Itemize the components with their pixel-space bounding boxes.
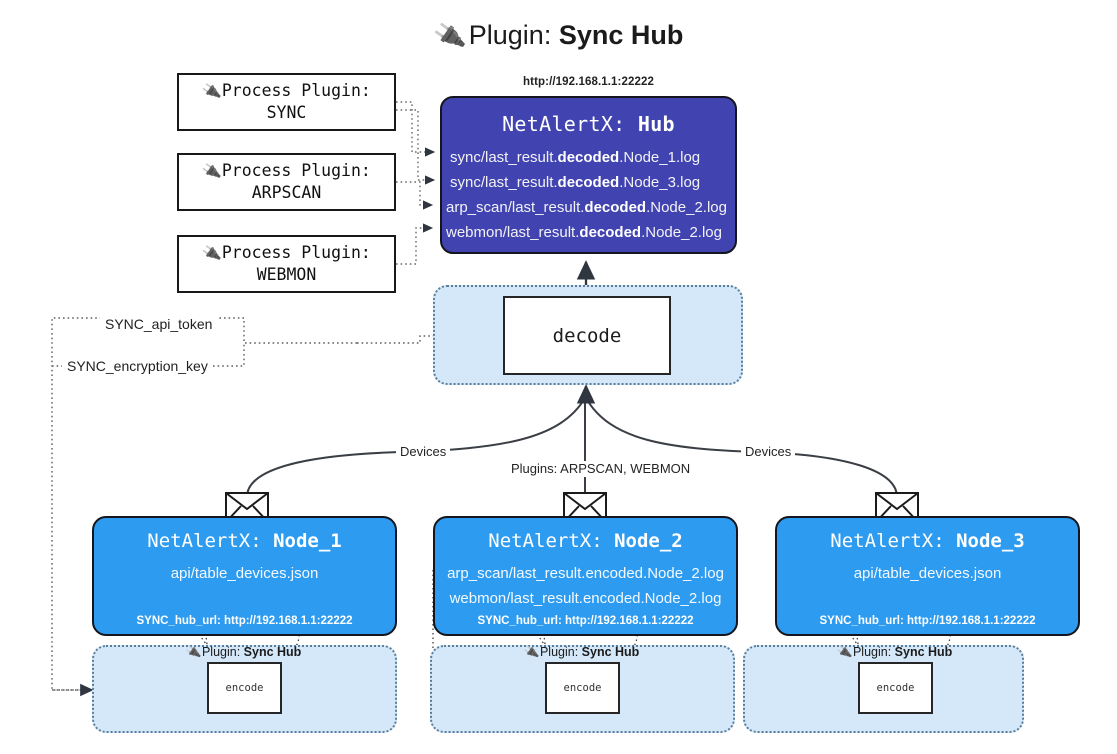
encode-box-node-1[interactable]: encode [207,662,282,714]
node-2-lines: arp_scan/last_result.encoded.Node_2.log … [435,561,736,611]
encode-caption-node-3: 🔌Plugin: Sync Hub [835,643,953,661]
hub-app-label: NetAlertX: [502,112,626,136]
hub-log-rows: sync/last_result.decoded.Node_1.log sync… [442,145,735,245]
page-title: 🔌Plugin: Sync Hub [0,18,1117,53]
page-title-strong: Sync Hub [558,20,684,50]
node-card-node-3[interactable]: NetAlertX: Node_3 api/table_devices.json… [775,516,1080,636]
encode-caption-node-2: 🔌Plugin: Sync Hub [522,643,640,661]
edge-label-devices-left: Devices [396,444,451,460]
hub-log-row: webmon/last_result.decoded.Node_2.log [446,224,722,241]
decode-box[interactable]: decode [503,296,671,375]
hub-header: NetAlertX: Hub [442,111,735,137]
process-plugin-webmon-name: WEBMON [256,265,317,284]
process-plugin-sync-line1: 🔌Process Plugin: [200,80,371,102]
plug-icon: 🔌 [522,643,541,661]
edge-label-devices-right: Devices [741,444,796,460]
plug-icon: 🔌 [431,19,467,53]
plug-icon: 🔌 [835,643,854,661]
node-1-header: NetAlertX: Node_1 [147,530,342,552]
process-plugin-sync-name: SYNC [266,103,307,122]
plug-icon: 🔌 [200,80,223,102]
node-3-hub-url: SYNC_hub_url: http://192.168.1.1:22222 [819,615,1036,627]
hub-log-row: arp_scan/last_result.decoded.Node_2.log [446,199,727,216]
encode-box-node-3[interactable]: encode [858,662,933,714]
node-card-node-1[interactable]: NetAlertX: Node_1 api/table_devices.json… [92,516,397,636]
process-plugin-sync[interactable]: 🔌Process Plugin: SYNC [177,73,396,131]
encode-box-node-2[interactable]: encode [545,662,620,714]
hub-url-label: http://192.168.1.1:22222 [523,76,654,88]
hub-log-row: sync/last_result.decoded.Node_1.log [450,149,701,166]
node-1-hub-url: SYNC_hub_url: http://192.168.1.1:22222 [136,615,353,627]
hub-log-row: sync/last_result.decoded.Node_3.log [450,174,701,191]
sync-api-token-label: SYNC_api_token [100,315,218,333]
hub-node[interactable]: NetAlertX: Hub sync/last_result.decoded.… [440,96,737,254]
process-plugin-arpscan[interactable]: 🔌Process Plugin: ARPSCAN [177,153,396,211]
plug-icon: 🔌 [184,643,203,661]
page-title-lead: Plugin: [468,20,552,50]
process-plugin-webmon-line1: 🔌Process Plugin: [200,242,371,264]
edge-label-plugins-center: Plugins: ARPSCAN, WEBMON [507,461,695,477]
node-2-hub-url: SYNC_hub_url: http://192.168.1.1:22222 [477,615,694,627]
process-plugin-arpscan-name: ARPSCAN [251,183,322,202]
plug-icon: 🔌 [200,160,223,182]
process-plugin-arpscan-line1: 🔌Process Plugin: [200,160,371,182]
node-2-line: webmon/last_result.encoded.Node_2.log [449,590,722,607]
node-3-lines: api/table_devices.json [777,561,1078,586]
plug-icon: 🔌 [200,242,223,264]
encode-caption-node-1: 🔌Plugin: Sync Hub [184,643,302,661]
process-plugin-webmon[interactable]: 🔌Process Plugin: WEBMON [177,235,396,293]
node-card-node-2[interactable]: NetAlertX: Node_2 arp_scan/last_result.e… [433,516,738,636]
node-3-line: api/table_devices.json [853,565,1002,582]
node-2-header: NetAlertX: Node_2 [488,530,683,552]
node-1-line: api/table_devices.json [170,565,319,582]
node-1-lines: api/table_devices.json [94,561,395,586]
sync-encryption-key-label: SYNC_encryption_key [62,357,213,375]
node-3-header: NetAlertX: Node_3 [830,530,1025,552]
node-2-line: arp_scan/last_result.encoded.Node_2.log [447,565,724,582]
hub-name-label: Hub [637,112,675,136]
